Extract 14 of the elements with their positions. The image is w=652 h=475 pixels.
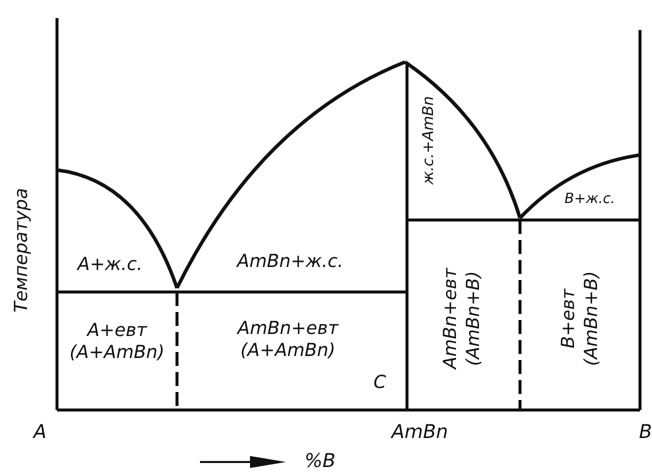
- region-label: AmBn+ж.с.: [237, 250, 344, 273]
- region-label: B+ж.с.: [564, 191, 616, 208]
- composition-label: B: [639, 421, 652, 445]
- region-label: AmBn+евт (AmBn+B): [439, 268, 484, 368]
- axis-title: %B: [304, 450, 336, 474]
- region-label: ж.с.+AmBn: [418, 96, 438, 184]
- region-label: AmBn+евт (A+AmBn): [238, 318, 338, 362]
- point-label: C: [374, 372, 386, 394]
- region-label: A+евт (A+AmBn): [70, 320, 165, 364]
- region-label: B+евт (AmBn+B): [558, 270, 602, 366]
- axis-title: Температура: [10, 187, 33, 312]
- region-label: A+ж.с.: [78, 254, 142, 276]
- composition-label: A: [34, 421, 46, 445]
- composition-label: AmBn: [392, 421, 448, 445]
